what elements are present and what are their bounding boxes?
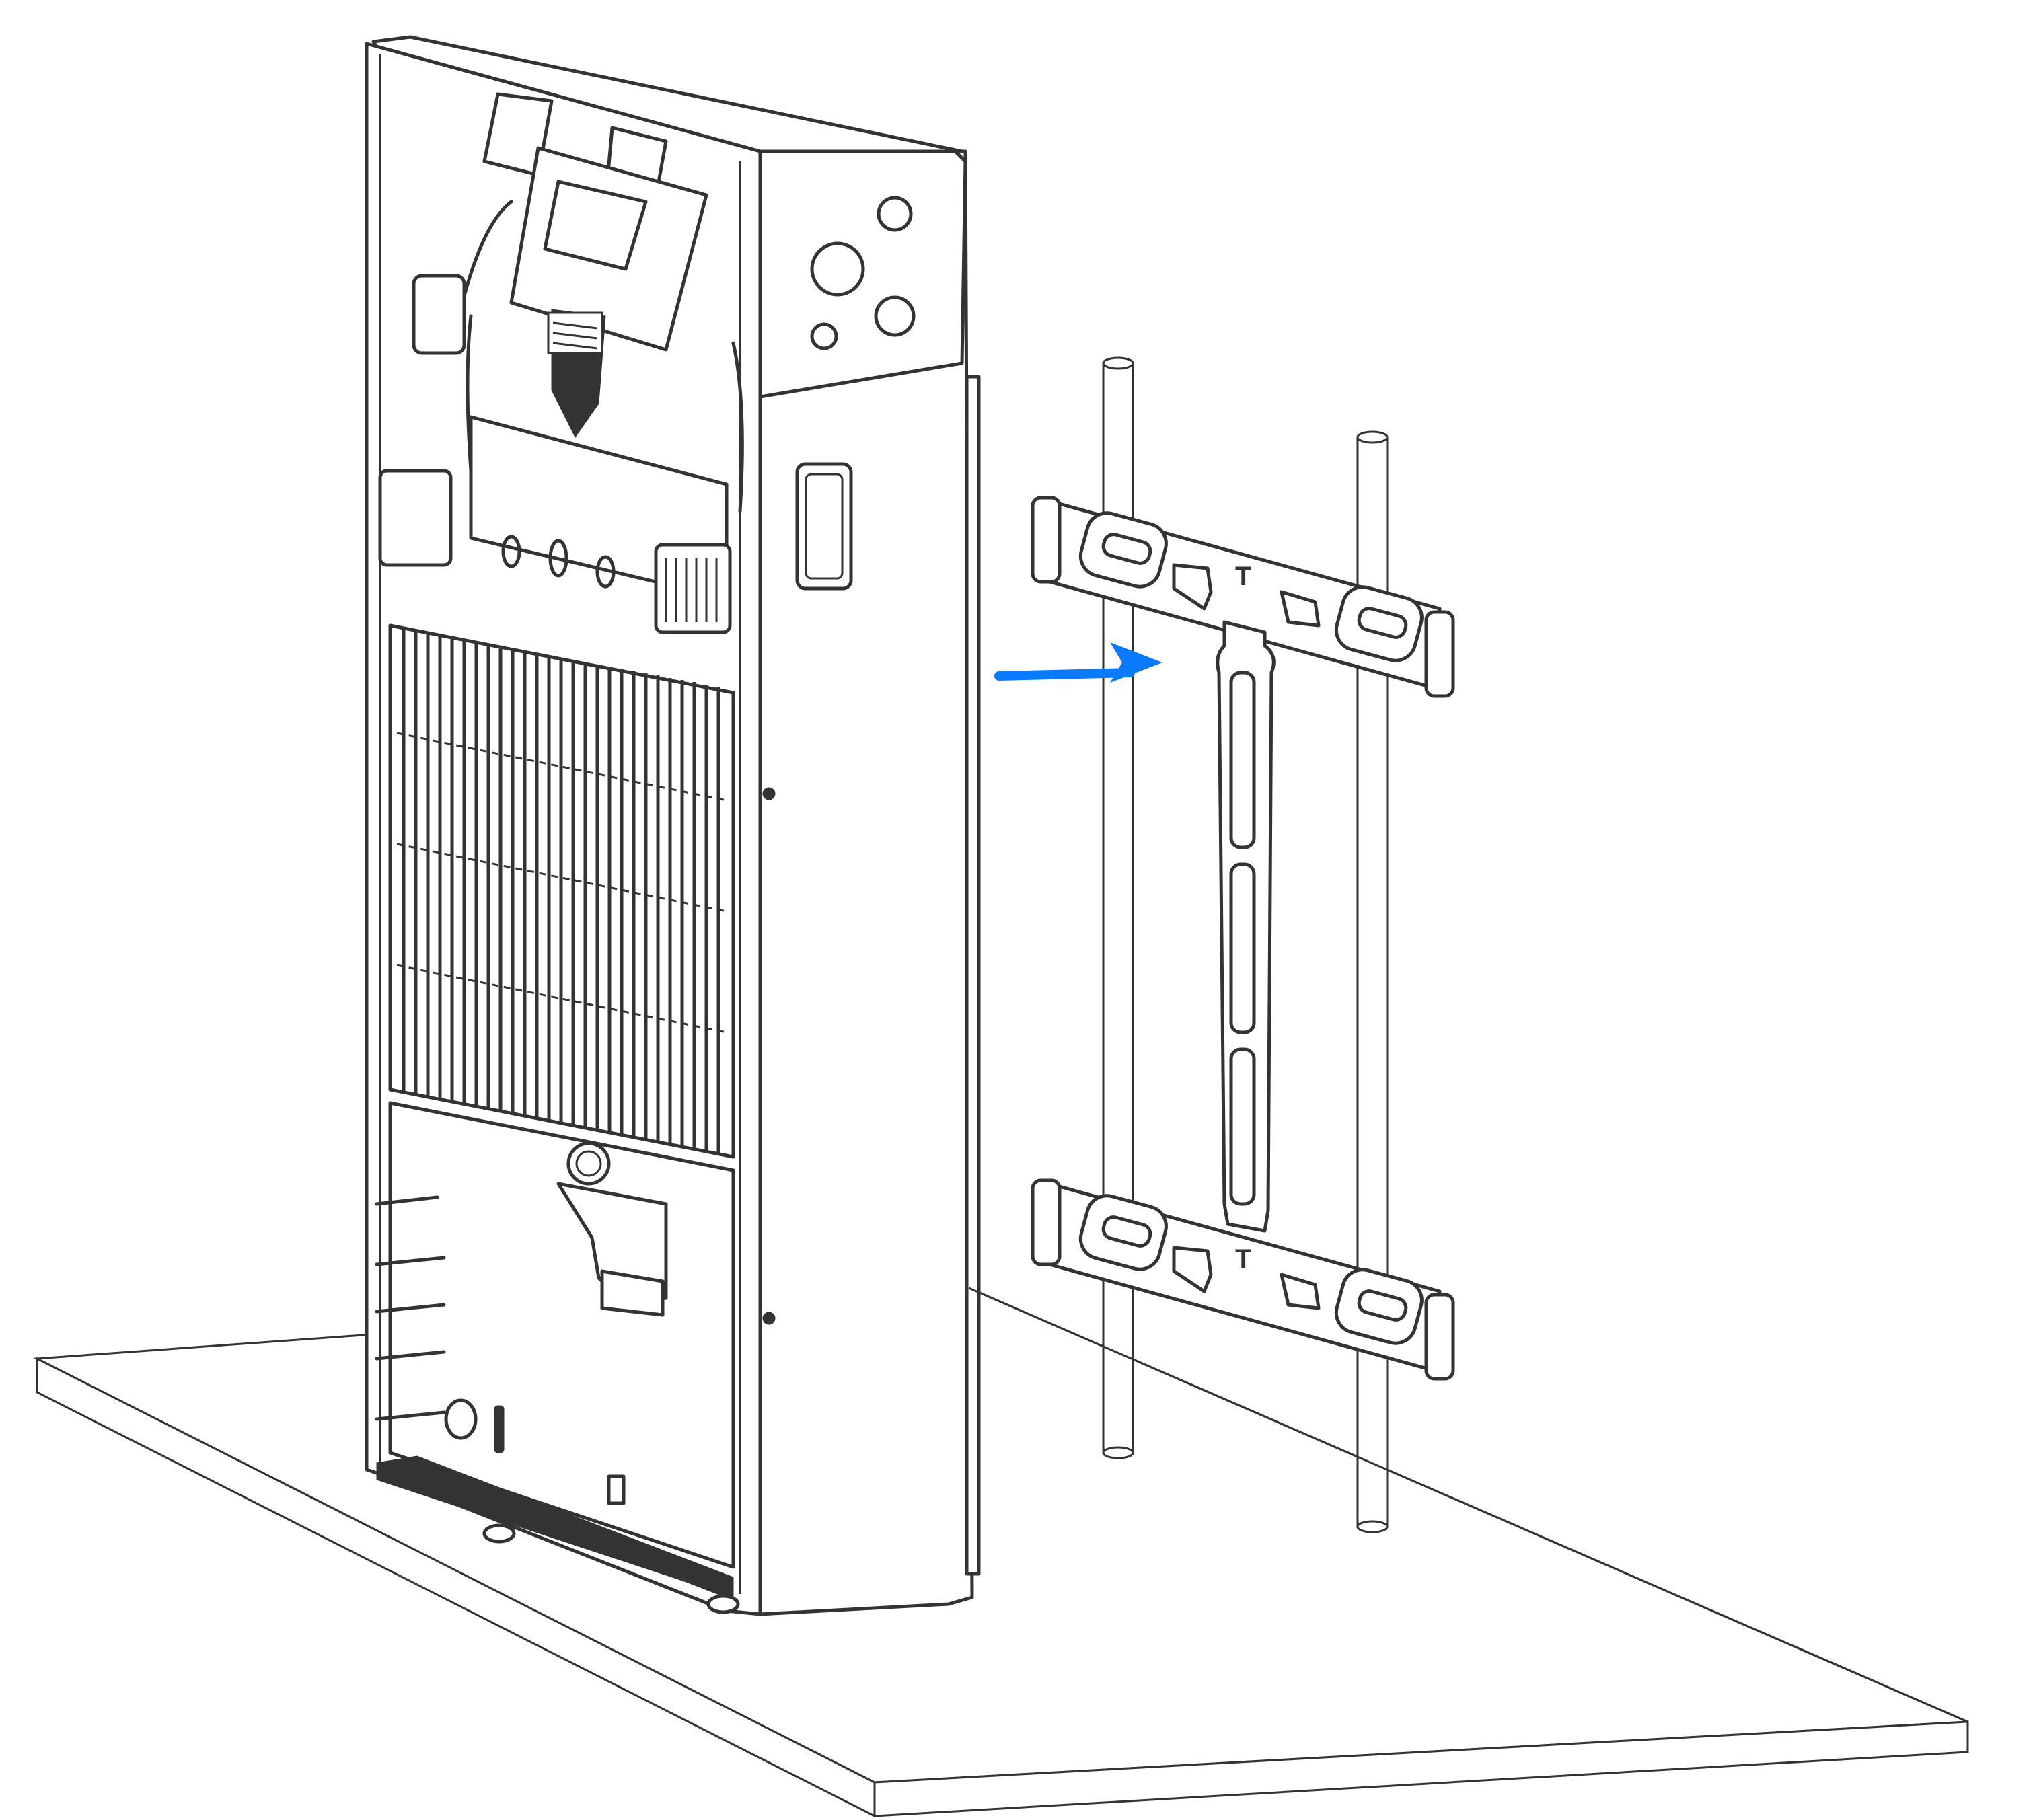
- bracket-logo-lower: T: [1235, 1244, 1251, 1274]
- heatsink-fins: [388, 623, 735, 1159]
- battery-unit: [365, 35, 981, 1616]
- wall-bracket: T T: [1031, 496, 1455, 1381]
- lower-compartment: [375, 1101, 740, 1614]
- floor-slab: [33, 1287, 1969, 1818]
- bracket-logo: T: [1235, 562, 1251, 591]
- upper-electronics: [378, 92, 744, 634]
- install-direction-arrow: [994, 642, 1162, 683]
